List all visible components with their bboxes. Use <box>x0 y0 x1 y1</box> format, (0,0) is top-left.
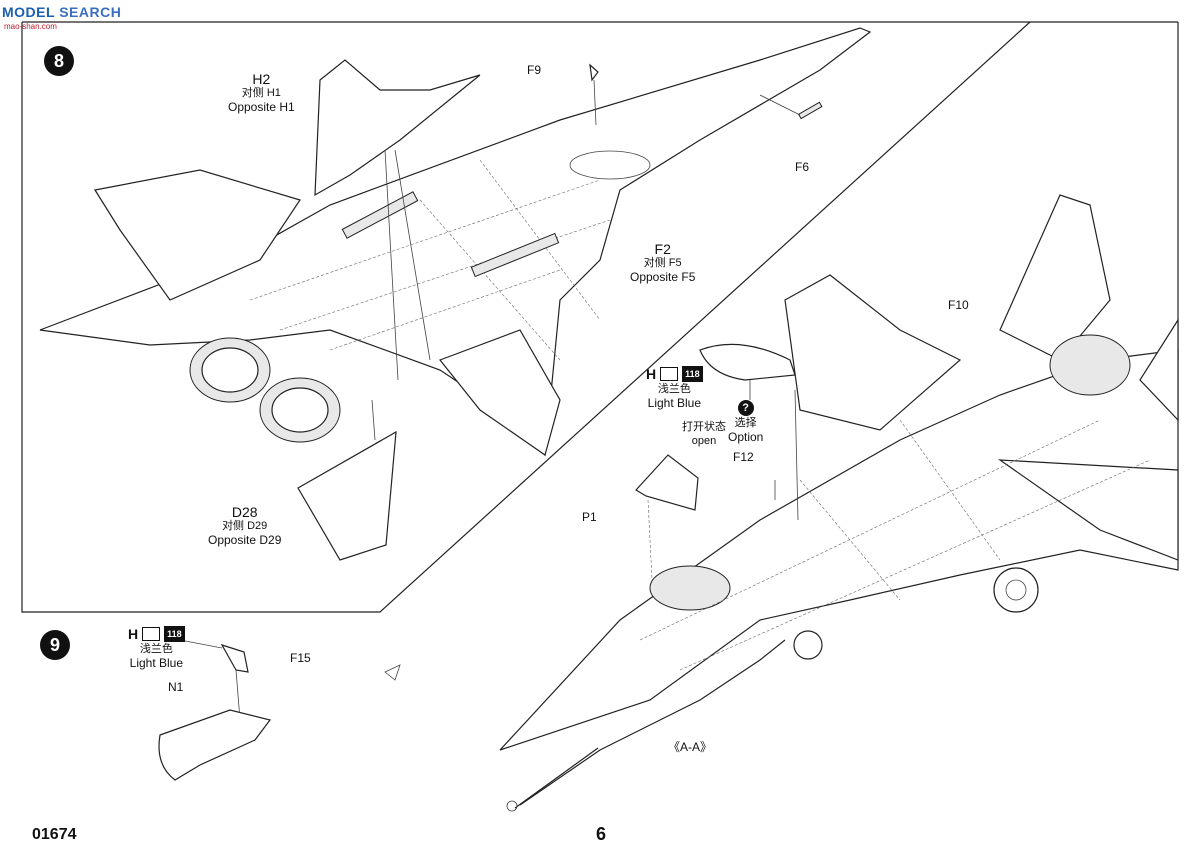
label-p1: P1 <box>582 510 597 524</box>
label-f2: F2 对侧 F5 Opposite F5 <box>630 242 695 284</box>
label-open-cn: 打开状态 <box>682 421 726 433</box>
label-h2-en: Opposite H1 <box>228 100 295 114</box>
label-option-cn: 选择 <box>734 417 757 429</box>
watermark-part1: MODEL <box>2 4 55 20</box>
label-f2-en: Opposite F5 <box>630 270 696 284</box>
watermark-sub: mao-shan.com <box>4 22 57 31</box>
color-swatch <box>660 367 679 381</box>
label-h2-code: H2 <box>252 71 271 87</box>
step-9-badge: 9 <box>40 630 70 660</box>
label-section-aa: 《A-A》 <box>668 740 713 754</box>
label-open: 打开状态 open <box>682 420 726 448</box>
color-number-9: 118 <box>164 626 185 642</box>
label-d28-en: Opposite D29 <box>208 533 282 547</box>
label-n1: N1 <box>168 680 184 694</box>
step-8-badge: 8 <box>44 46 74 76</box>
aircraft-underside-drawing <box>39 27 872 561</box>
color-letter-9: H <box>128 626 139 642</box>
question-icon: ? <box>737 400 754 416</box>
kit-number: 01674 <box>32 826 77 843</box>
label-d28-cn: 对侧 D29 <box>222 520 268 532</box>
watermark: MODEL SEARCH <box>2 4 121 20</box>
step8-frame-left <box>21 21 1031 613</box>
label-f6: F6 <box>795 160 810 174</box>
label-f10: F10 <box>948 298 969 312</box>
label-f2-code: F2 <box>654 241 671 257</box>
label-f12: F12 <box>733 450 754 464</box>
watermark-part2: SEARCH <box>59 4 122 20</box>
label-color-h-step8: H 118 浅兰色 Light Blue <box>646 366 703 410</box>
label-open-en: open <box>691 435 717 447</box>
color-cn: 浅兰色 <box>657 383 691 395</box>
aircraft-topside-drawing <box>499 194 1179 812</box>
page-number: 6 <box>596 824 607 844</box>
color-letter: H <box>646 366 657 382</box>
label-h2: H2 对侧 H1 Opposite H1 <box>228 72 295 114</box>
label-f15: F15 <box>290 651 311 665</box>
label-color-h-step9: H 118 浅兰色 Light Blue <box>128 626 185 670</box>
label-d28-code: D28 <box>231 504 258 520</box>
color-swatch-9 <box>142 627 161 641</box>
label-option-en: Option <box>728 430 764 444</box>
color-cn-9: 浅兰色 <box>139 643 173 655</box>
label-option: ? 选择 Option <box>728 400 763 444</box>
color-chip-h: H 118 <box>646 366 703 382</box>
label-f9: F9 <box>527 63 542 77</box>
step9-drawing <box>158 639 401 781</box>
label-d28: D28 对侧 D29 Opposite D29 <box>208 505 281 547</box>
label-f2-cn: 对侧 F5 <box>643 257 682 269</box>
label-h2-cn: 对侧 H1 <box>241 87 281 99</box>
color-en: Light Blue <box>647 396 702 410</box>
color-number: 118 <box>682 366 703 382</box>
color-chip-h-9: H 118 <box>128 626 185 642</box>
color-en-9: Light Blue <box>129 656 184 670</box>
